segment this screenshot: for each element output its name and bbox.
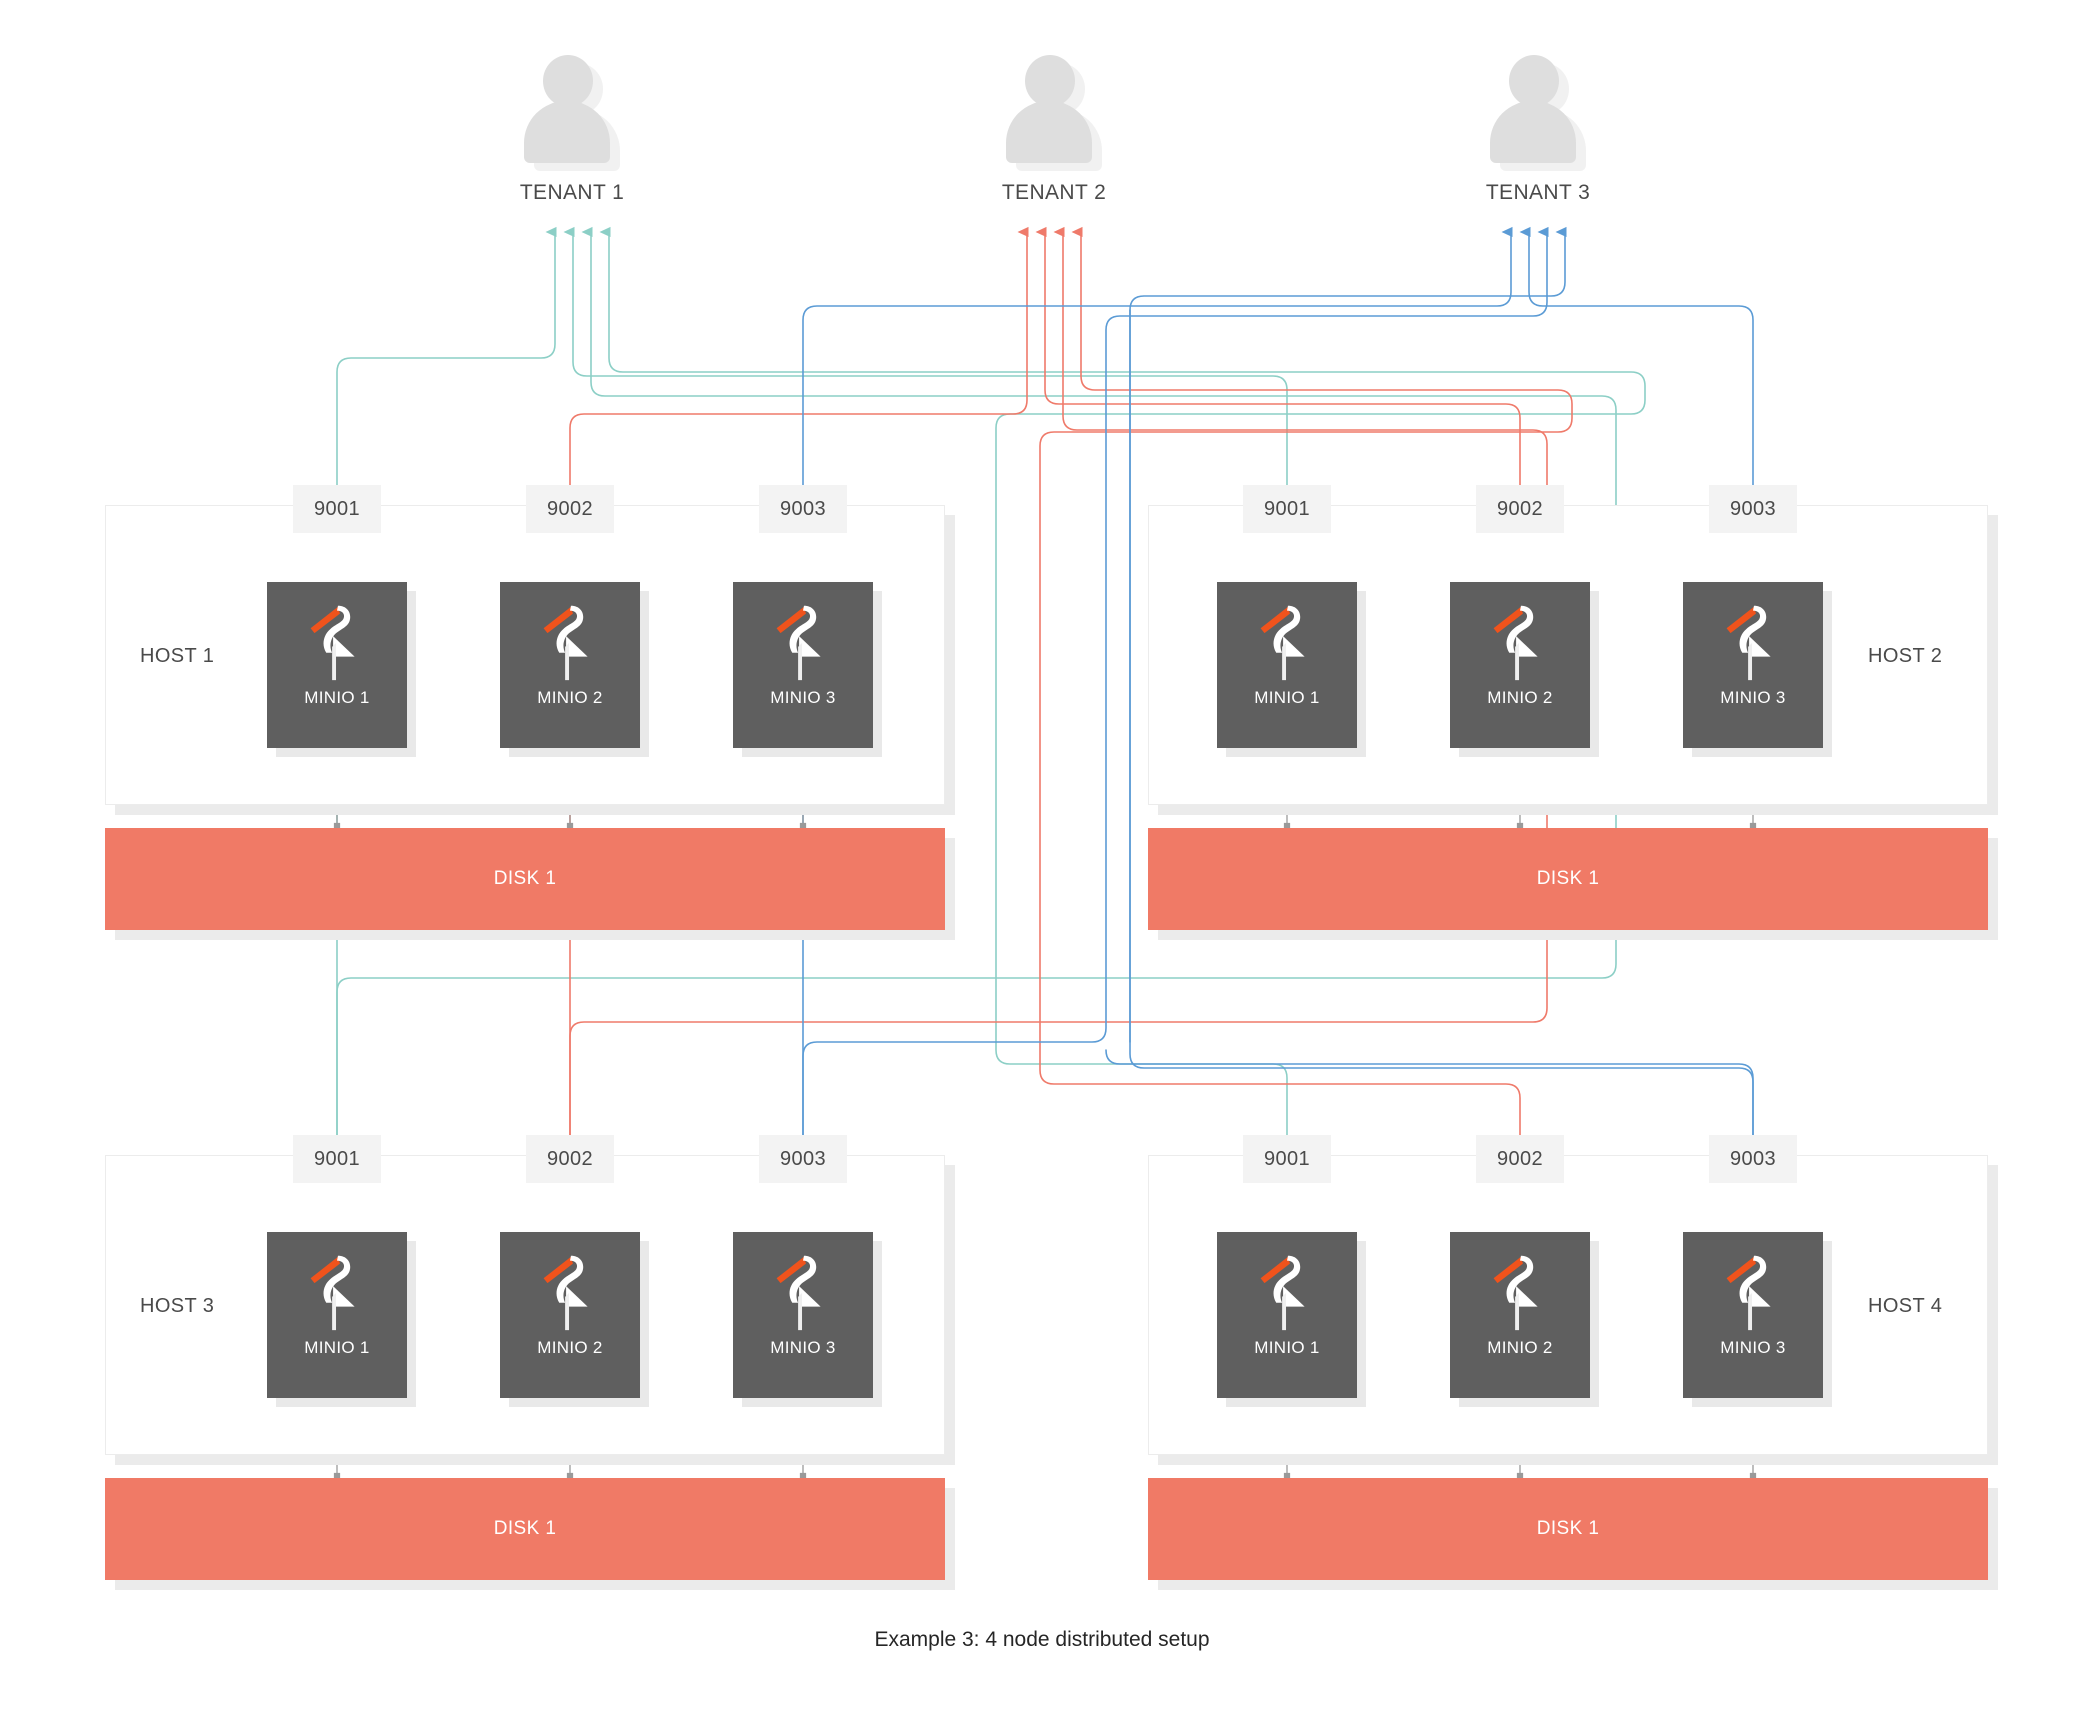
port-chip-h3-9003: 9003 bbox=[759, 1135, 847, 1183]
minio-node-label: MINIO 2 bbox=[537, 688, 603, 707]
minio-flamingo-logo bbox=[776, 605, 821, 681]
disk-label: DISK 1 bbox=[1536, 1518, 1600, 1539]
user-avatar-icon bbox=[517, 55, 627, 173]
minio-node-label: MINIO 3 bbox=[770, 1338, 836, 1357]
port-chip-h3-9002: 9002 bbox=[526, 1135, 614, 1183]
disk-bar-h1: DISK 1 bbox=[105, 828, 955, 940]
disk-bar-h3: DISK 1 bbox=[105, 1478, 955, 1590]
minio-node-h2-1[interactable]: MINIO 1 bbox=[1217, 582, 1366, 757]
host-label-4: HOST 4 bbox=[1868, 1295, 1943, 1317]
minio-node-label: MINIO 1 bbox=[1254, 688, 1320, 707]
host-label-1: HOST 1 bbox=[140, 645, 215, 667]
tenant-2[interactable]: TENANT 2 bbox=[954, 55, 1154, 205]
minio-node-h1-3[interactable]: MINIO 3 bbox=[733, 582, 882, 757]
minio-node-label: MINIO 3 bbox=[770, 688, 836, 707]
wire-tenant1-host2 bbox=[563, 226, 1288, 501]
minio-flamingo-logo bbox=[776, 1255, 821, 1331]
minio-flamingo-logo bbox=[543, 1255, 588, 1331]
wire-tenant2-host2 bbox=[1035, 226, 1521, 501]
minio-node-h2-2[interactable]: MINIO 2 bbox=[1450, 582, 1599, 757]
minio-node-h1-1[interactable]: MINIO 1 bbox=[267, 582, 416, 757]
minio-node-label: MINIO 1 bbox=[304, 688, 370, 707]
minio-node-h4-3[interactable]: MINIO 3 bbox=[1683, 1232, 1832, 1407]
host-label-3: HOST 3 bbox=[140, 1295, 215, 1317]
disk-label: DISK 1 bbox=[1536, 868, 1600, 889]
tenant-3[interactable]: TENANT 3 bbox=[1438, 55, 1638, 205]
minio-node-h3-2[interactable]: MINIO 2 bbox=[500, 1232, 649, 1407]
minio-node-h4-1[interactable]: MINIO 1 bbox=[1217, 1232, 1366, 1407]
port-chip-h1-9002: 9002 bbox=[526, 485, 614, 533]
tenant-label: TENANT 1 bbox=[519, 181, 625, 204]
port-chip-h2-9003: 9003 bbox=[1709, 485, 1797, 533]
minio-node-h2-3[interactable]: MINIO 3 bbox=[1683, 582, 1832, 757]
disk-label: DISK 1 bbox=[493, 1518, 557, 1539]
port-chip-h4-9002: 9002 bbox=[1476, 1135, 1564, 1183]
minio-node-label: MINIO 2 bbox=[1487, 688, 1553, 707]
minio-node-h3-1[interactable]: MINIO 1 bbox=[267, 1232, 416, 1407]
disk-bar-h4: DISK 1 bbox=[1148, 1478, 1998, 1590]
minio-node-h4-2[interactable]: MINIO 2 bbox=[1450, 1232, 1599, 1407]
minio-flamingo-logo bbox=[543, 605, 588, 681]
minio-node-h1-2[interactable]: MINIO 2 bbox=[500, 582, 649, 757]
port-chip-h4-9003: 9003 bbox=[1709, 1135, 1797, 1183]
minio-flamingo-logo bbox=[1493, 1255, 1538, 1331]
minio-node-label: MINIO 1 bbox=[304, 1338, 370, 1357]
minio-flamingo-logo bbox=[1260, 1255, 1305, 1331]
port-chip-h3-9001: 9001 bbox=[293, 1135, 381, 1183]
figure-caption: Example 3: 4 node distributed setup bbox=[874, 1628, 1210, 1651]
user-avatar-icon bbox=[1483, 55, 1593, 173]
tenant-1[interactable]: TENANT 1 bbox=[472, 55, 672, 205]
user-avatar-icon bbox=[999, 55, 1109, 173]
tenant-label: TENANT 3 bbox=[1485, 181, 1591, 204]
minio-flamingo-logo bbox=[1726, 605, 1771, 681]
port-chip-h2-9002: 9002 bbox=[1476, 485, 1564, 533]
port-chip-h2-9001: 9001 bbox=[1243, 485, 1331, 533]
minio-flamingo-logo bbox=[1260, 605, 1305, 681]
disk-label: DISK 1 bbox=[493, 868, 557, 889]
minio-flamingo-logo bbox=[310, 1255, 355, 1331]
minio-node-label: MINIO 2 bbox=[537, 1338, 603, 1357]
minio-node-label: MINIO 2 bbox=[1487, 1338, 1553, 1357]
disk-bar-h2: DISK 1 bbox=[1148, 828, 1998, 940]
tenant-label: TENANT 2 bbox=[1001, 181, 1107, 204]
minio-flamingo-logo bbox=[1726, 1255, 1771, 1331]
minio-flamingo-logo bbox=[1493, 605, 1538, 681]
minio-flamingo-logo bbox=[310, 605, 355, 681]
wire-tenant3-host2 bbox=[1519, 226, 1754, 501]
port-chip-h1-9001: 9001 bbox=[293, 485, 381, 533]
minio-node-label: MINIO 3 bbox=[1720, 688, 1786, 707]
minio-node-label: MINIO 3 bbox=[1720, 1338, 1786, 1357]
minio-node-label: MINIO 1 bbox=[1254, 1338, 1320, 1357]
host-label-2: HOST 2 bbox=[1868, 645, 1943, 667]
port-chip-h1-9003: 9003 bbox=[759, 485, 847, 533]
minio-node-h3-3[interactable]: MINIO 3 bbox=[733, 1232, 882, 1407]
port-chip-h4-9001: 9001 bbox=[1243, 1135, 1331, 1183]
